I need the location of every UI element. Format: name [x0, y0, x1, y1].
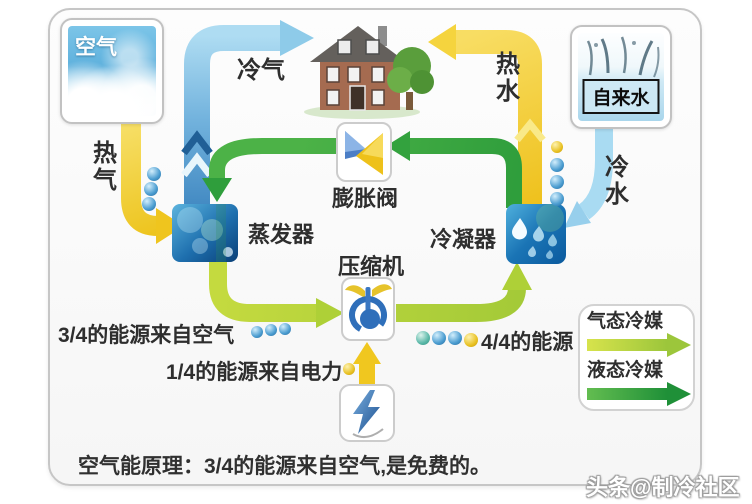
- gas-refrigerant-legend-arrow: [587, 333, 691, 357]
- liquid-refrigerant-arrow-1: [386, 131, 522, 208]
- air-photo-image: 空气: [68, 26, 156, 116]
- gas-refrigerant-arrow-1: [209, 258, 344, 328]
- expansion-valve-icon: [336, 122, 392, 182]
- legend-gas-label: 气态冷媒: [587, 311, 664, 332]
- bubble-dot: [416, 331, 430, 345]
- bubble-dot: [464, 333, 478, 347]
- legend: 气态冷媒 液态冷媒: [578, 304, 695, 411]
- watermark: 头条@制冷社区: [586, 475, 740, 500]
- annotation-total-energy: 4/4的能源: [481, 331, 574, 354]
- air-photo: 空气: [60, 18, 164, 124]
- evaporator-label: 蒸发器: [248, 222, 315, 247]
- compressor-icon: [341, 277, 395, 341]
- bubble-dot: [432, 331, 446, 345]
- bubble-dot: [279, 323, 291, 335]
- water-splash-icon: [586, 36, 660, 78]
- air-label: 空气: [75, 36, 117, 59]
- bubble-dot: [147, 167, 161, 181]
- tap-water-photo-image: 自来水: [578, 33, 664, 121]
- bubble-dot: [448, 331, 462, 345]
- compressor-label: 压缩机: [338, 254, 405, 279]
- bubble-dot: [142, 197, 156, 211]
- evaporator-icon: [172, 204, 238, 262]
- cold-water-label: 冷水: [605, 154, 629, 208]
- hot-air-label: 热气: [93, 140, 117, 194]
- annotation-electric-energy: 1/4的能源来自电力: [166, 361, 343, 384]
- condenser-label: 冷凝器: [430, 227, 497, 252]
- tap-water-label: 自来水: [582, 79, 660, 114]
- bubble-dot: [144, 182, 158, 196]
- annotation-air-energy: 3/4的能源来自空气: [58, 324, 235, 347]
- bubble-dot: [343, 363, 355, 375]
- tap-water-photo: 自来水: [570, 25, 672, 129]
- bubble-dot: [551, 141, 563, 153]
- cold-air-label: 冷气: [237, 57, 285, 84]
- legend-row-liquid: 液态冷媒: [587, 360, 693, 409]
- bubble-dot: [550, 192, 564, 206]
- bubble-dot: [550, 175, 564, 189]
- hot-water-label: 热水: [496, 51, 520, 105]
- bubble-dot: [251, 326, 263, 338]
- liquid-refrigerant-legend-arrow: [587, 382, 691, 406]
- liquid-refrigerant-arrow-2: [202, 138, 336, 202]
- cold-air-arrow: [181, 20, 314, 210]
- principle-caption: 空气能原理：3/4的能源来自空气,是免费的。: [78, 455, 492, 478]
- bubble-dot: [550, 158, 564, 172]
- bubble-dot: [265, 324, 277, 336]
- legend-liquid-label: 液态冷媒: [587, 360, 664, 381]
- lightning-icon: [339, 384, 395, 442]
- hot-water-arrow: [428, 24, 546, 212]
- electricity-arrow: [353, 342, 381, 384]
- gas-refrigerant-arrow-2: [396, 262, 532, 322]
- legend-row-gas: 气态冷媒: [587, 311, 693, 360]
- cold-water-arrow: [564, 126, 613, 228]
- house-icon: [304, 26, 434, 119]
- hot-air-arrow: [121, 118, 184, 244]
- expansion-valve-label: 膨胀阀: [332, 186, 399, 211]
- condenser-icon: [506, 204, 566, 264]
